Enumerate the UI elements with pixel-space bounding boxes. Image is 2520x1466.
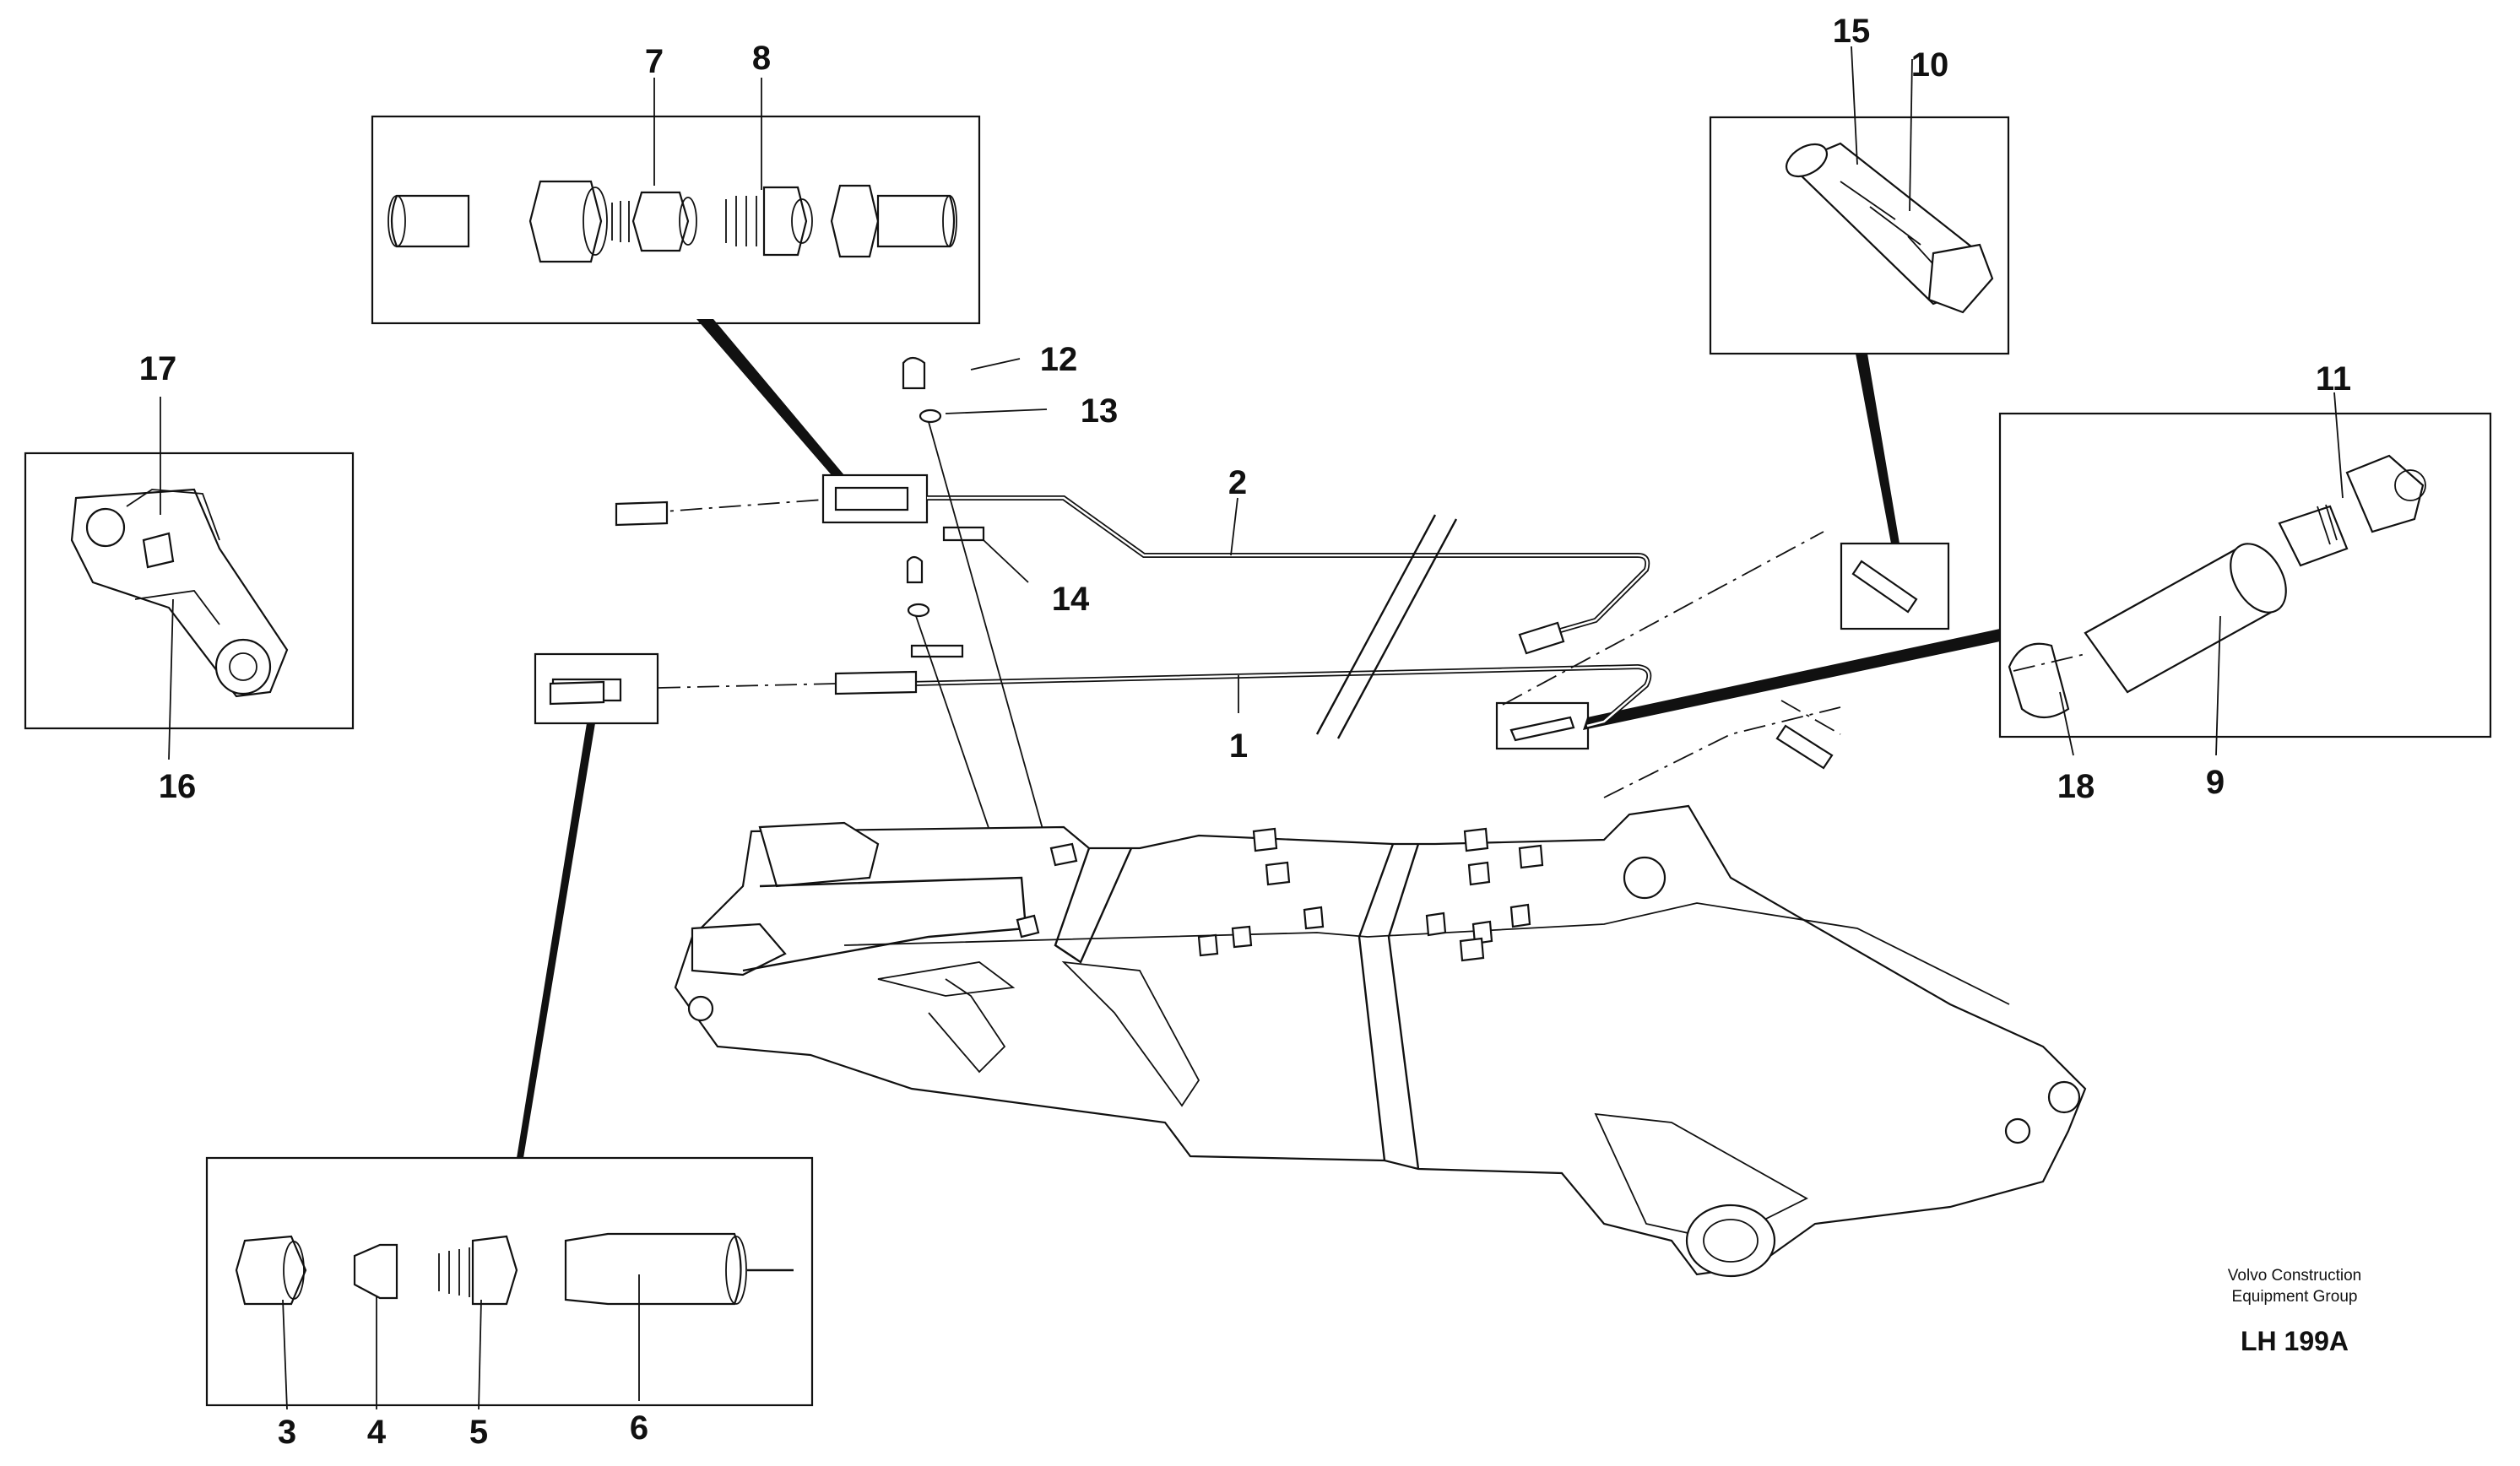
detail-box-pin-15-10 — [1709, 116, 2010, 355]
caption-company-line2: Equipment Group — [2232, 1288, 2358, 1306]
break-mark — [1315, 514, 1458, 739]
pipe-2-end-fitting — [1518, 621, 1565, 655]
loose-fitting-lower — [549, 680, 605, 706]
detail-box-fittings-3-4-5-6 — [205, 1156, 814, 1407]
screw-12-13-14 — [902, 356, 1048, 912]
callout-13: 13 — [1081, 392, 1119, 430]
callout-15: 15 — [1833, 13, 1871, 50]
callout-7: 7 — [645, 43, 664, 80]
leader-lines — [160, 46, 2344, 1410]
callout-4: 4 — [367, 1414, 387, 1451]
centerline-upper — [641, 499, 824, 514]
callout-10: 10 — [1911, 46, 1949, 84]
callout-6: 6 — [630, 1409, 648, 1447]
pipe-2 — [927, 495, 1650, 634]
callout-3: 3 — [278, 1414, 296, 1451]
loose-fitting-upper — [615, 500, 669, 527]
callout-1: 1 — [1229, 728, 1248, 765]
detail-box-fittings-7-8 — [371, 115, 981, 325]
callout-8: 8 — [752, 40, 771, 77]
leader-wedge-lower — [517, 723, 595, 1158]
callout-5: 5 — [469, 1414, 488, 1451]
loose-fitting-right — [1775, 724, 1834, 770]
pipe-1 — [911, 663, 1652, 728]
callout-18: 18 — [2057, 768, 2095, 805]
callout-11: 11 — [2316, 360, 2351, 398]
callout-17: 17 — [139, 350, 177, 387]
centerline-lower — [658, 683, 837, 689]
centerline-right — [1502, 531, 1841, 798]
callout-2: 2 — [1228, 464, 1247, 501]
callout-16: 16 — [159, 768, 197, 805]
connector-frame-right — [1840, 542, 1950, 630]
leader-wedge-pin — [1856, 354, 1899, 544]
connector-frame-upper — [821, 473, 929, 524]
caption-company-line1: Volvo Construction — [2228, 1267, 2361, 1285]
detail-box-bracket-17-16 — [24, 452, 355, 730]
callout-9: 9 — [2206, 764, 2225, 801]
leader-wedge-upper — [696, 319, 844, 475]
diagram-code: LH 199A — [2241, 1326, 2349, 1356]
pipe-1-fitting — [834, 670, 918, 695]
connector-frame-middle — [1495, 701, 1590, 750]
centerline-clip — [2013, 653, 2086, 672]
boom-body — [674, 804, 2087, 1278]
detail-box-coupling-11-9-18 — [1998, 412, 2492, 738]
callout-12: 12 — [1040, 341, 1078, 378]
callout-14: 14 — [1052, 581, 1090, 618]
leader-wedge-coupling — [1583, 629, 2000, 730]
